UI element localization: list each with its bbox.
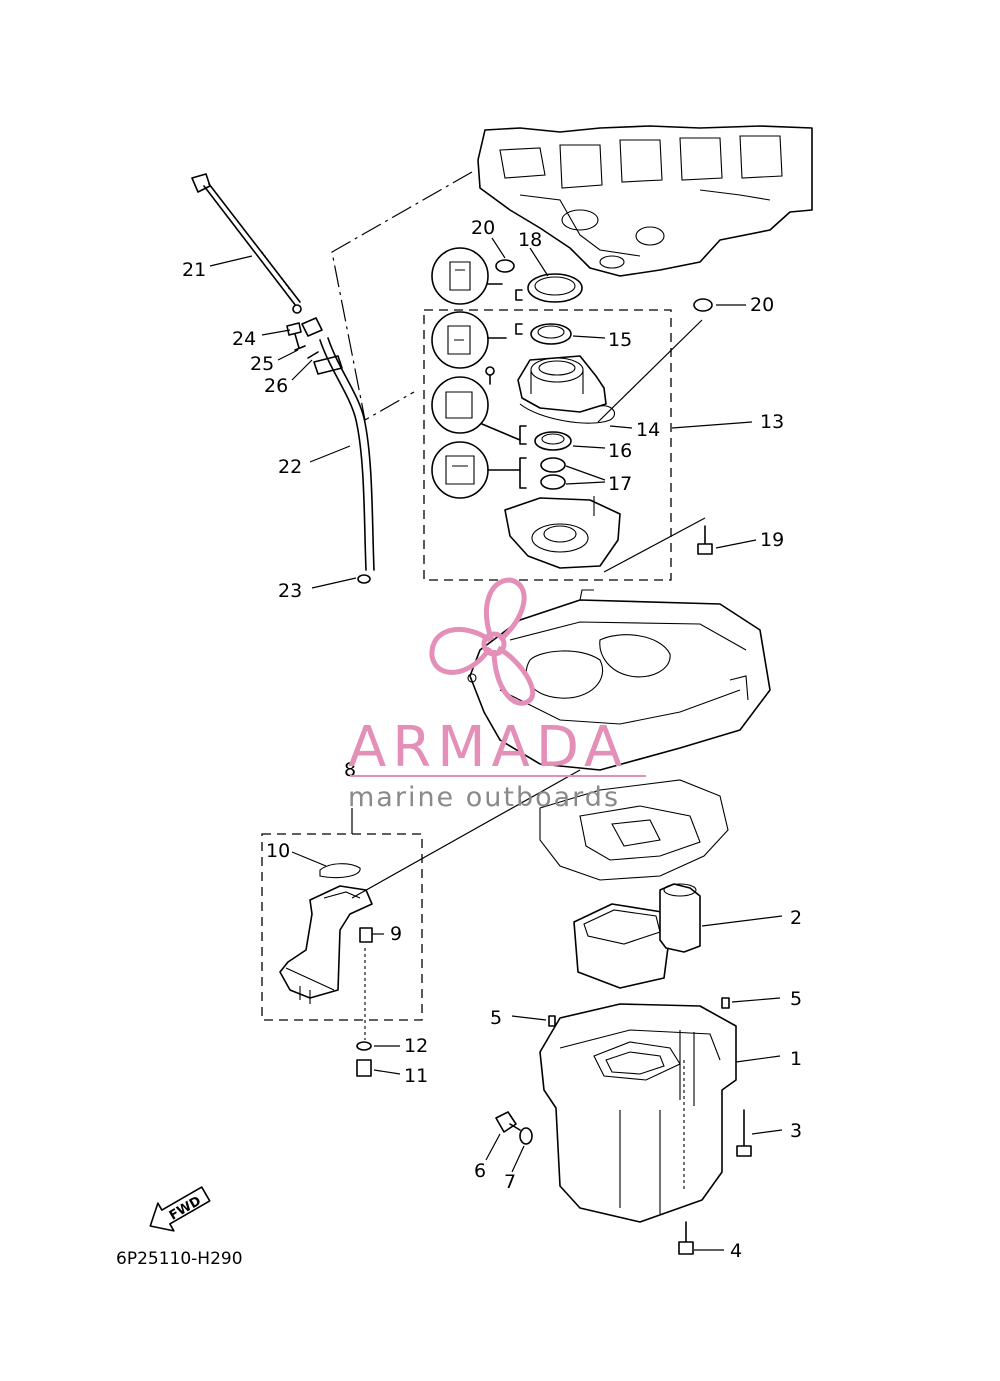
fwd-arrow-icon: FWD: [149, 1186, 211, 1232]
seal-16: [534, 431, 572, 451]
drain-plug: [495, 1111, 533, 1145]
callout-6: 6: [474, 1160, 486, 1182]
callout-16: 16: [608, 440, 632, 462]
propeller-logo-icon: [429, 577, 536, 706]
pump-body: [504, 496, 621, 569]
callout-4: 4: [730, 1240, 742, 1262]
callout-18: 18: [518, 229, 542, 251]
callout-14: 14: [636, 419, 660, 441]
exhaust-guide: [467, 589, 771, 771]
oil-seal: [530, 323, 572, 345]
callout-17: 17: [608, 473, 632, 495]
callout-21: 21: [182, 259, 206, 281]
callout-13: 13: [760, 411, 784, 433]
callout-20b: 20: [750, 294, 774, 316]
callout-23: 23: [278, 580, 302, 602]
o-ring: [495, 259, 515, 273]
dipstick: [191, 173, 302, 314]
oil-strainer: [279, 885, 373, 1004]
watermark-tagline: marine outboards: [348, 782, 620, 813]
bolt-19: [697, 525, 713, 555]
callout-11: 11: [404, 1065, 428, 1087]
dowel-pins: [548, 997, 730, 1027]
callout-20a: 20: [471, 217, 495, 239]
assembly-box-8: [261, 833, 423, 1021]
callout-22: 22: [278, 456, 302, 478]
callout-19: 19: [760, 529, 784, 551]
callout-1: 1: [790, 1048, 802, 1070]
callout-26: 26: [264, 375, 288, 397]
strainer-o-ring: [319, 863, 361, 879]
o-ring-right: [693, 298, 713, 312]
callout-7: 7: [504, 1171, 516, 1193]
washer-12: [356, 1041, 372, 1051]
oil-pan: [539, 1003, 737, 1223]
dipstick-tube: [301, 317, 375, 584]
lower-gasket: [539, 779, 729, 881]
bolt-11: [356, 1059, 372, 1077]
seal-17: [540, 457, 566, 490]
callout-5a: 5: [490, 1007, 502, 1029]
callout-9: 9: [390, 923, 402, 945]
leader-lines: [209, 237, 783, 1251]
pump-housing: [485, 355, 607, 413]
bolt-3: [736, 1109, 752, 1157]
engine-block: [477, 125, 813, 277]
callout-labels: 1 2 3 4 5 5 6 7 8 9 10 11 12 13 14 15 16…: [182, 217, 802, 1262]
callout-3: 3: [790, 1120, 802, 1142]
callout-5b: 5: [790, 988, 802, 1010]
callout-15: 15: [608, 329, 632, 351]
detail-callouts: [431, 247, 521, 499]
gasket-14: [519, 403, 615, 424]
callout-24: 24: [232, 328, 256, 350]
assembly-box-13: [423, 309, 672, 581]
callout-25: 25: [250, 353, 274, 375]
part-code: 6P25110-H290: [116, 1249, 243, 1269]
callout-10: 10: [266, 840, 290, 862]
armada-watermark: ARMADA marine outboards: [348, 577, 646, 813]
seal-ring: [527, 273, 583, 303]
baffle-2: [573, 883, 701, 989]
watermark-brand: ARMADA: [348, 715, 628, 780]
small-bolt: [286, 322, 319, 359]
callout-12: 12: [404, 1035, 428, 1057]
bolt-4: [678, 1221, 694, 1255]
plug-9: [359, 927, 373, 943]
callout-2: 2: [790, 907, 802, 929]
